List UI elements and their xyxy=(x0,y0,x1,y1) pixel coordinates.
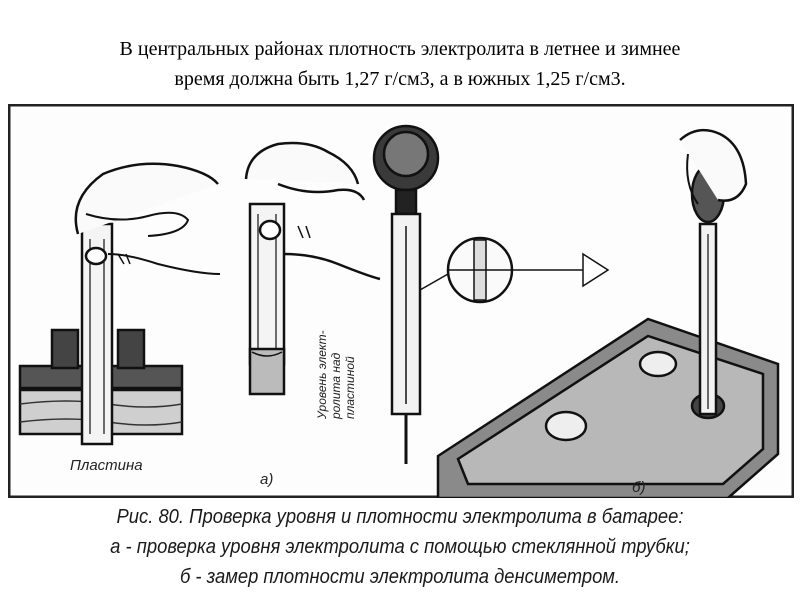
density-measure-drawing xyxy=(436,128,780,498)
filler-cap-1 xyxy=(544,410,588,442)
slide-title: В центральных районах плотность электрол… xyxy=(0,34,800,94)
hydrometer-drawing xyxy=(372,124,610,464)
title-line-2: время должна быть 1,27 г/см3, а в южных … xyxy=(174,68,626,90)
cover-post-right xyxy=(116,328,146,370)
caption-line-3: б - замер плотности электролита денсимет… xyxy=(179,566,621,588)
level-check-drawing xyxy=(244,141,381,396)
level-label-line-2: ролита над xyxy=(329,352,343,420)
title-line-1: В центральных районах плотность электрол… xyxy=(119,38,681,60)
label-a: а) xyxy=(260,471,273,488)
label-b: б) xyxy=(632,479,645,496)
level-label-line-1: Уровень элект- xyxy=(315,330,329,420)
cover-post-left xyxy=(50,328,80,370)
filler-cap-2 xyxy=(638,350,678,378)
level-label-line-3: пластиной xyxy=(343,356,357,419)
eye-arrow xyxy=(582,252,610,288)
battery-check-illustration: Пластина Уровень элект- ролита над пласт… xyxy=(8,104,794,498)
label-plate: Пластина xyxy=(70,457,143,474)
glass-tube-drawing xyxy=(18,162,221,446)
caption-line-1: Рис. 80. Проверка уровня и плотности эле… xyxy=(116,506,684,528)
level-label-group: Уровень элект- ролита над пластиной xyxy=(315,330,357,420)
figure-caption: Рис. 80. Проверка уровня и плотности эле… xyxy=(32,502,768,592)
caption-line-2: а - проверка уровня электролита с помощь… xyxy=(110,536,690,558)
